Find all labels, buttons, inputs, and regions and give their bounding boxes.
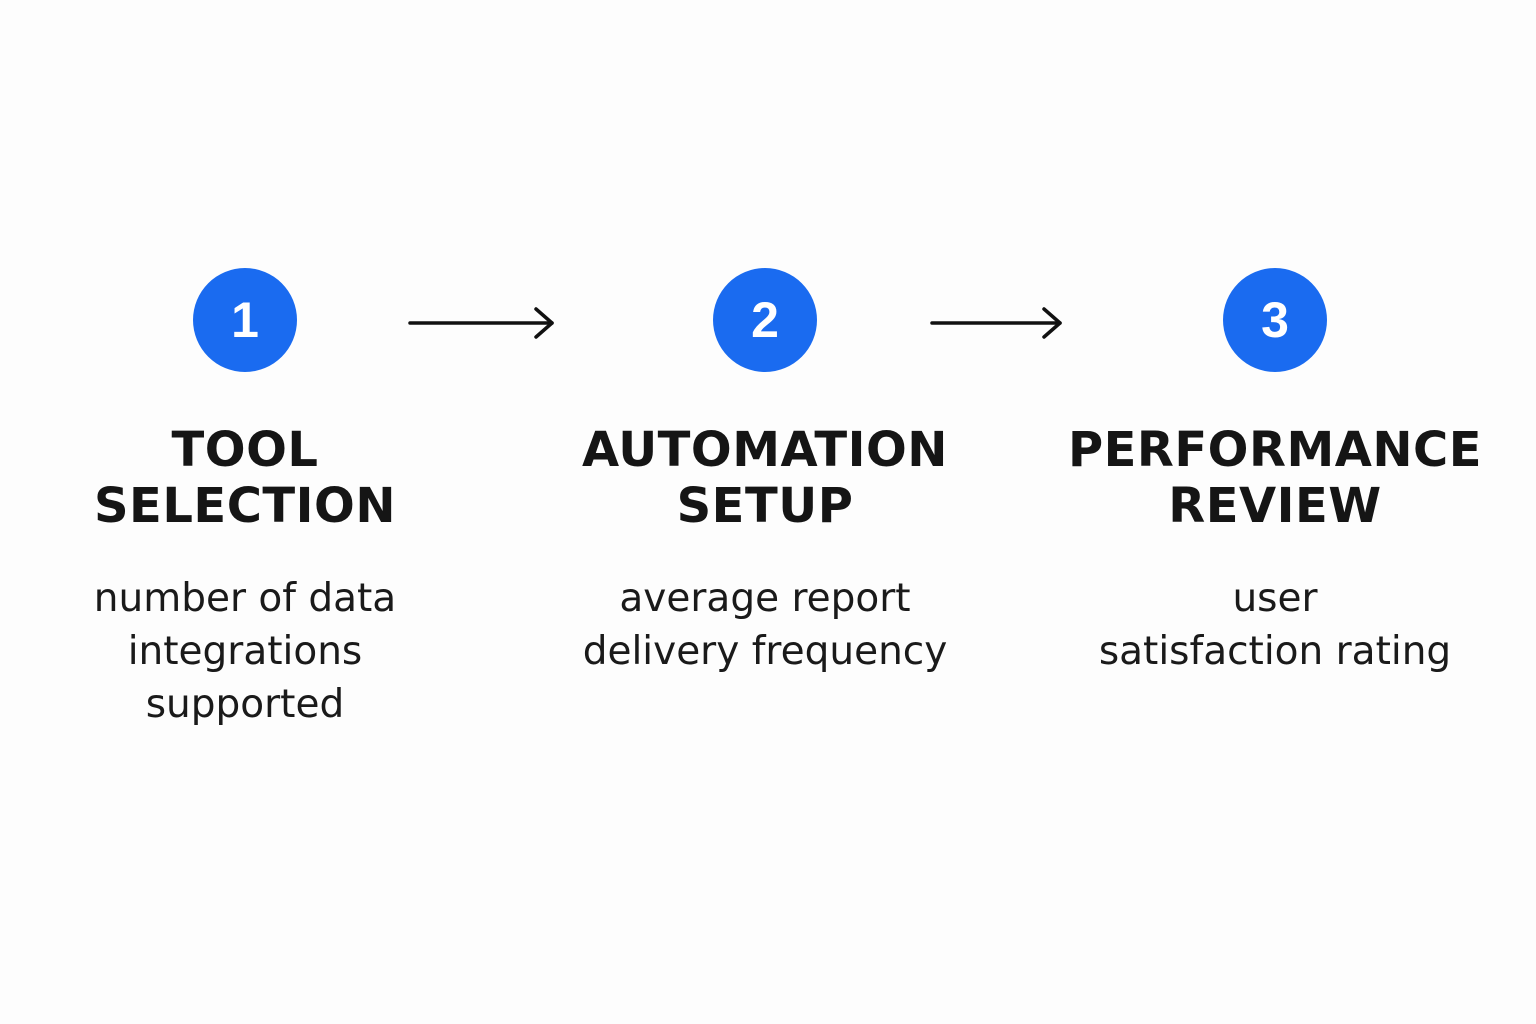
step-number-badge: 1 xyxy=(193,268,297,372)
step-title: TOOL SELECTION xyxy=(94,422,396,534)
step-description-line: delivery frequency xyxy=(582,629,948,674)
step-title-line: SETUP xyxy=(676,478,854,534)
step-title-line: TOOL xyxy=(171,422,319,478)
right-arrow-icon xyxy=(408,306,556,340)
right-arrow-icon xyxy=(930,306,1064,340)
step-3: 3 PERFORMANCE REVIEW user satisfaction r… xyxy=(1065,268,1485,678)
step-title: PERFORMANCE REVIEW xyxy=(1068,422,1482,534)
step-description-line: integrations xyxy=(127,629,363,674)
step-title: AUTOMATION SETUP xyxy=(582,422,948,534)
step-description-line: user xyxy=(1232,576,1318,621)
step-description-line: satisfaction rating xyxy=(1098,629,1452,674)
step-title-line: SELECTION xyxy=(93,478,397,534)
step-description: number of data integrations supported xyxy=(94,572,396,731)
step-title-line: AUTOMATION xyxy=(582,422,948,478)
step-title-line: REVIEW xyxy=(1168,478,1382,534)
step-description-line: average report xyxy=(619,576,911,621)
step-description: user satisfaction rating xyxy=(1099,572,1451,678)
step-1: 1 TOOL SELECTION number of data integrat… xyxy=(35,268,455,731)
step-2: 2 AUTOMATION SETUP average report delive… xyxy=(555,268,975,678)
step-description-line: number of data xyxy=(93,576,397,621)
step-description-line: supported xyxy=(145,682,345,727)
step-description: average report delivery frequency xyxy=(583,572,948,678)
step-number-badge: 3 xyxy=(1223,268,1327,372)
step-title-line: PERFORMANCE xyxy=(1067,422,1483,478)
step-number-badge: 2 xyxy=(713,268,817,372)
